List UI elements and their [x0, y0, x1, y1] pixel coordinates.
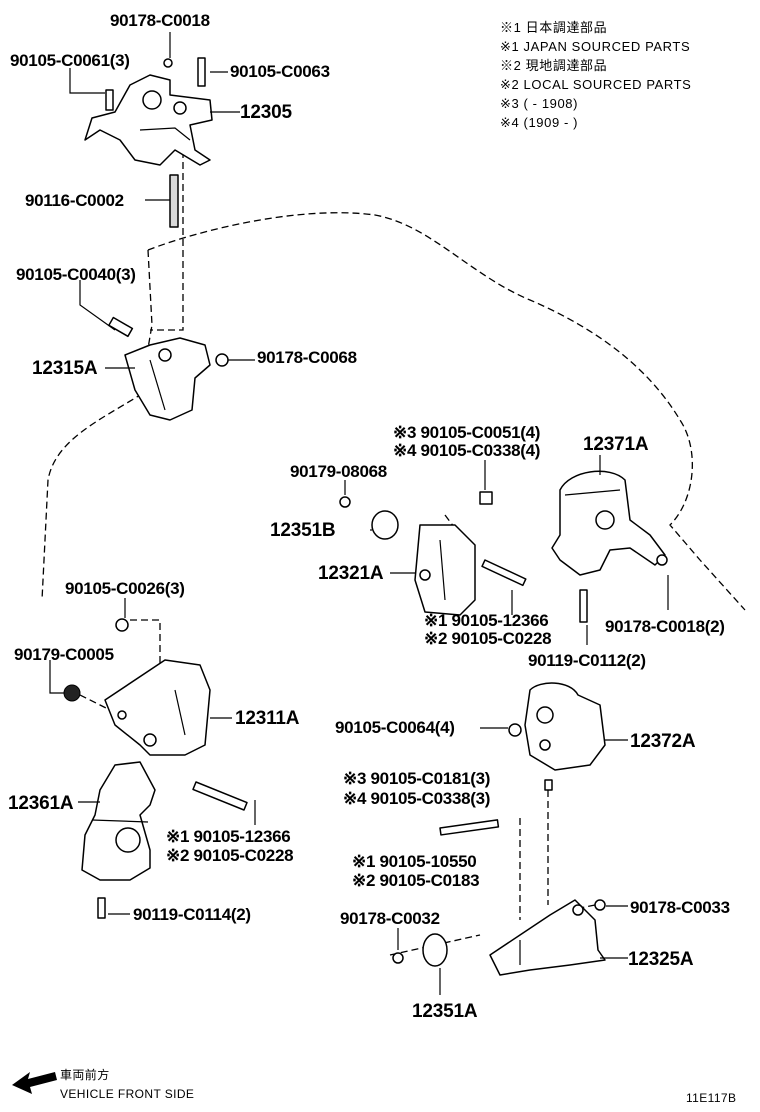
legend-line-3: ※2 現地調達部品	[500, 58, 607, 73]
bracket-12321A	[339, 491, 527, 616]
label-90105-C0026: 90105-C0026(3)	[65, 579, 185, 598]
legend: ※1 日本調達部品 ※1 JAPAN SOURCED PARTS ※2 現地調達…	[500, 20, 691, 130]
engine-mount-bracket-12305	[84, 57, 213, 228]
engine-mount-12361A	[81, 761, 156, 919]
bracket-12325A	[392, 819, 606, 976]
label-90178-C0033: 90178-C0033	[630, 898, 730, 917]
legend-line-2: ※1 JAPAN SOURCED PARTS	[500, 39, 690, 54]
label-90105-C0228-a: ※2 90105-C0228	[424, 629, 551, 648]
label-12325A: 12325A	[628, 949, 694, 970]
label-90105-C0051: ※3 90105-C0051(4)	[393, 423, 540, 442]
label-90105-12366-a: ※1 90105-12366	[424, 611, 548, 630]
label-90105-12366-b: ※1 90105-12366	[166, 827, 290, 846]
label-90178-C0068: 90178-C0068	[257, 348, 357, 367]
guide-line-2	[130, 619, 161, 665]
label-90105-C0338-a: ※4 90105-C0338(4)	[393, 441, 540, 460]
engine-outline-left	[41, 249, 153, 601]
legend-line-4: ※2 LOCAL SOURCED PARTS	[500, 77, 691, 92]
front-direction-indicator: 車両前方 VEHICLE FRONT SIDE	[12, 1067, 194, 1101]
engine-mount-12371A	[551, 470, 668, 623]
label-12315A: 12315A	[32, 358, 98, 379]
guide-line-1	[150, 140, 184, 331]
label-90178-C0032: 90178-C0032	[340, 909, 440, 928]
label-12351A: 12351A	[412, 1001, 478, 1022]
front-arrow-icon	[12, 1072, 57, 1094]
label-90105-10550: ※1 90105-10550	[352, 852, 476, 871]
label-90178-C0018-r: 90178-C0018(2)	[605, 617, 725, 636]
bracket-12315A	[108, 316, 229, 421]
label-12371A: 12371A	[583, 434, 649, 455]
label-90178-C0018-top: 90178-C0018	[110, 11, 210, 30]
label-90105-C0338-b: ※4 90105-C0338(3)	[343, 789, 490, 808]
label-90119-C0114: 90119-C0114(2)	[133, 905, 251, 924]
label-90105-C0228-b: ※2 90105-C0228	[166, 846, 293, 865]
engine-outline	[147, 212, 746, 611]
label-12372A: 12372A	[630, 731, 696, 752]
label-90105-C0181: ※3 90105-C0181(3)	[343, 769, 490, 788]
label-12321A: 12321A	[318, 563, 384, 584]
guide-line-3	[69, 689, 111, 711]
label-90119-C0112: 90119-C0112(2)	[528, 651, 646, 670]
bracket-12311A	[63, 618, 248, 811]
label-90179-08068: 90179-08068	[290, 462, 387, 481]
label-90105-C0064: 90105-C0064(4)	[335, 718, 455, 737]
legend-line-1: ※1 日本調達部品	[500, 20, 607, 35]
direction-jp: 車両前方	[60, 1067, 110, 1082]
label-90116-C0002: 90116-C0002	[25, 191, 124, 210]
engine-mount-12372A	[508, 682, 606, 791]
label-12311A: 12311A	[235, 708, 300, 729]
label-90105-C0063: 90105-C0063	[230, 62, 330, 81]
legend-line-5: ※3 ( - 1908)	[500, 96, 578, 111]
label-12305: 12305	[240, 102, 292, 123]
label-90105-C0040: 90105-C0040(3)	[16, 265, 136, 284]
part-labels: 90178-C0018 90105-C0061(3) 90105-C0063 1…	[8, 11, 730, 1022]
label-90179-C0005: 90179-C0005	[14, 645, 114, 664]
legend-line-6: ※4 (1909 - )	[500, 115, 578, 130]
figure-code: 11E117B	[686, 1091, 736, 1105]
label-90105-C0061: 90105-C0061(3)	[10, 51, 130, 70]
label-12361A: 12361A	[8, 793, 74, 814]
leader-lines	[49, 32, 669, 995]
direction-en: VEHICLE FRONT SIDE	[60, 1087, 194, 1101]
label-90105-C0183: ※2 90105-C0183	[352, 871, 479, 890]
label-12351B: 12351B	[270, 520, 335, 541]
